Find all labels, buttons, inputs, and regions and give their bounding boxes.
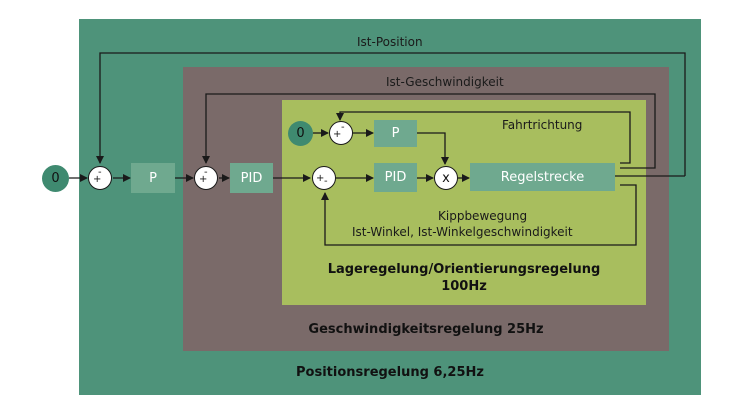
sum-position-minus: - — [98, 167, 102, 178]
sum-velocity-minus: - — [204, 167, 208, 178]
p-controller-position: P — [131, 163, 175, 193]
position-region-title: Positionsregelung 6,25Hz — [296, 365, 484, 380]
label-ist-geschwindigkeit: Ist-Geschwindigkeit — [386, 75, 504, 89]
label-ist-position: Ist-Position — [357, 35, 423, 49]
sum-attitude-minus: - — [324, 176, 328, 187]
sum-velocity-plus: + — [199, 174, 208, 185]
p-controller-direction: P — [374, 120, 417, 147]
attitude-region-title-line1: Lageregelung/Orientierungsregelung — [327, 262, 601, 277]
wire-p-direction-to-mult — [417, 132, 449, 165]
sum-junction-velocity: + - — [194, 166, 218, 190]
sum-junction-position: + - — [88, 166, 112, 190]
label-ist-winkel: Ist-Winkel, Ist-Winkelgeschwindigkeit — [352, 225, 573, 239]
sum-direction-minus: - — [341, 122, 345, 133]
outer-setpoint-node: 0 — [42, 165, 69, 192]
wire-feedback-direction — [336, 111, 631, 164]
label-fahrtrichtung: Fahrtrichtung — [502, 118, 583, 132]
multiplier-node: x — [434, 166, 458, 190]
inner-setpoint-node: 0 — [288, 121, 313, 146]
sum-position-plus: + — [93, 174, 102, 185]
velocity-region-title: Geschwindigkeitsregelung 25Hz — [308, 322, 544, 337]
wire-feedback-velocity — [202, 93, 656, 169]
pid-controller-velocity: PID — [230, 163, 273, 193]
sum-junction-direction: + - — [329, 121, 353, 145]
label-kippbewegung: Kippbewegung — [438, 209, 528, 223]
attitude-region-title-line2: 100Hz — [441, 279, 487, 294]
sum-direction-plus: + — [333, 129, 342, 140]
inner-setpoint-label: 0 — [296, 126, 305, 141]
wire-feedback-position — [96, 52, 686, 176]
wire-feedback-tilt — [321, 184, 637, 246]
sum-junction-attitude: + - — [312, 166, 336, 190]
multiplier-label: x — [442, 170, 450, 186]
outer-setpoint-label: 0 — [51, 171, 60, 186]
plant-block: Regelstrecke — [470, 163, 615, 191]
sum-attitude-plus: + — [316, 173, 325, 184]
pid-controller-attitude: PID — [374, 163, 417, 192]
